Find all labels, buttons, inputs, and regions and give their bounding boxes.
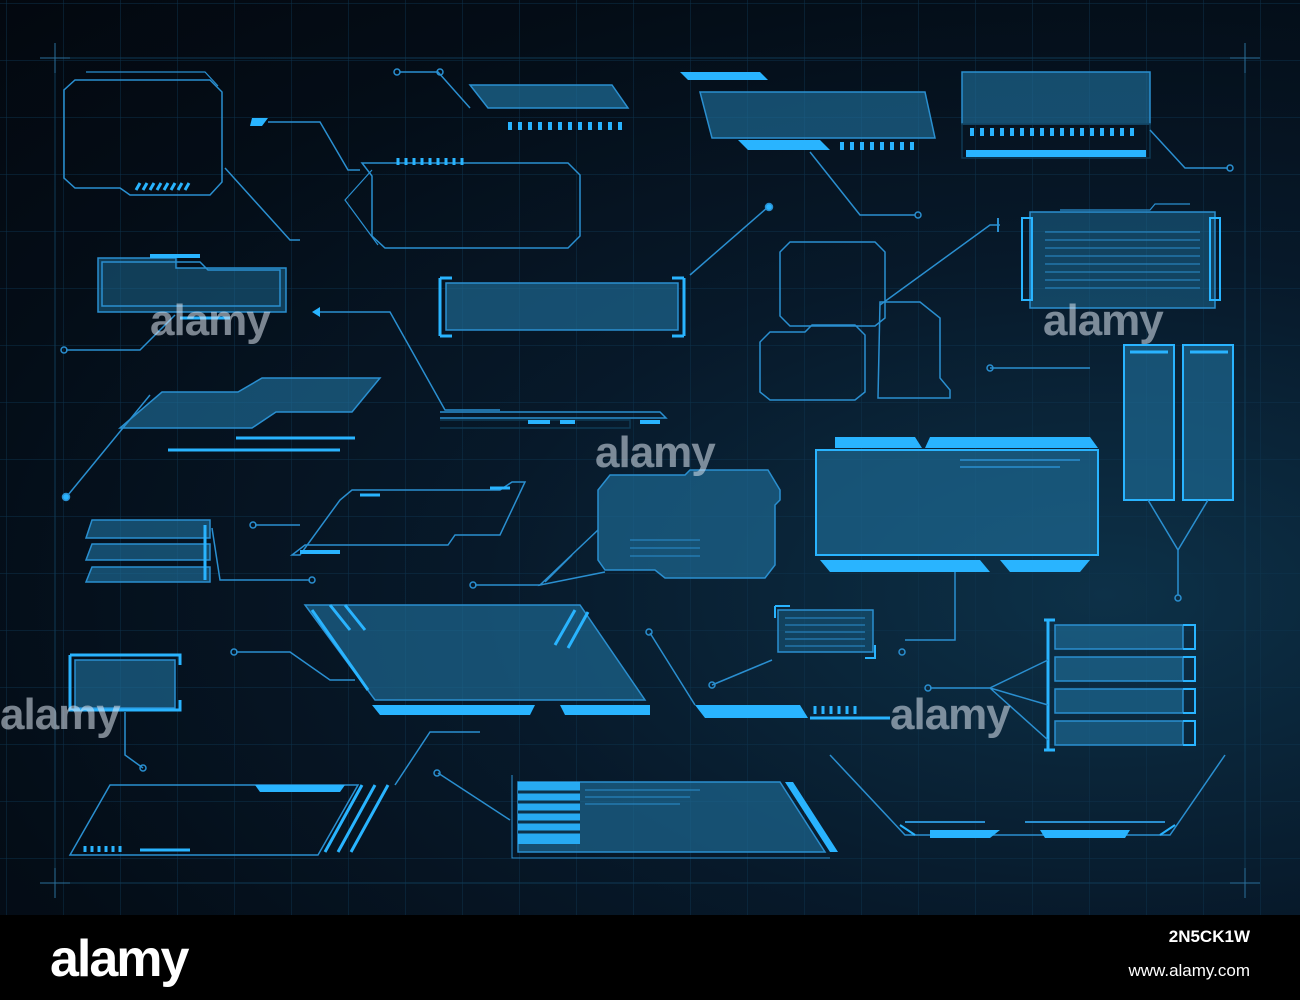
hud-parallelogram-panel-top xyxy=(680,72,936,219)
hud-small-striped-box xyxy=(645,605,876,706)
hud-parallelogram-bottom-left xyxy=(68,731,480,856)
hud-stacked-bars-left xyxy=(84,519,316,584)
hud-striped-panel-bottom xyxy=(433,769,838,859)
hud-twin-columns xyxy=(1123,344,1234,602)
hud-bracket-panel-left xyxy=(68,653,182,772)
hud-big-parallelogram xyxy=(230,604,650,715)
hud-striped-box-right xyxy=(986,203,1221,372)
hud-bracket-bottom-right xyxy=(829,754,1226,838)
hud-canvas: alamy alamy alamy alamy alamy xyxy=(0,0,1300,915)
hud-frame-octagon xyxy=(63,71,300,241)
hud-panel-bars-top-right xyxy=(961,71,1234,172)
hud-large-panel-right xyxy=(815,437,1099,656)
stock-footer: alamy 2N5CK1W www.alamy.com xyxy=(0,915,1300,1000)
hud-elements-illustration xyxy=(0,0,1300,915)
grid-background xyxy=(0,0,1300,915)
hud-frame-wide xyxy=(344,158,581,249)
hud-tab-bar-left xyxy=(60,254,287,354)
hud-speech-panel-center xyxy=(469,469,781,589)
hud-slanted-frame-center xyxy=(249,481,527,556)
hud-list-panel-right xyxy=(924,618,1196,752)
corner-crosshairs xyxy=(40,43,1260,898)
hud-connector-top xyxy=(250,118,360,171)
image-id-label: 2N5CK1W xyxy=(1168,927,1250,946)
grid-border xyxy=(54,57,1246,884)
hud-frame-cluster xyxy=(759,218,1000,401)
hud-underline-center xyxy=(440,411,668,429)
hud-arrow-connector xyxy=(312,307,500,411)
hud-horizontal-bar-center xyxy=(695,705,890,720)
hud-bracket-bar-center xyxy=(438,202,774,338)
alamy-logo: alamy xyxy=(50,930,189,988)
hud-slanted-stripe-top xyxy=(393,68,630,130)
footer-url: www.alamy.com xyxy=(1128,961,1250,980)
hud-slanted-banner-left xyxy=(61,377,382,502)
